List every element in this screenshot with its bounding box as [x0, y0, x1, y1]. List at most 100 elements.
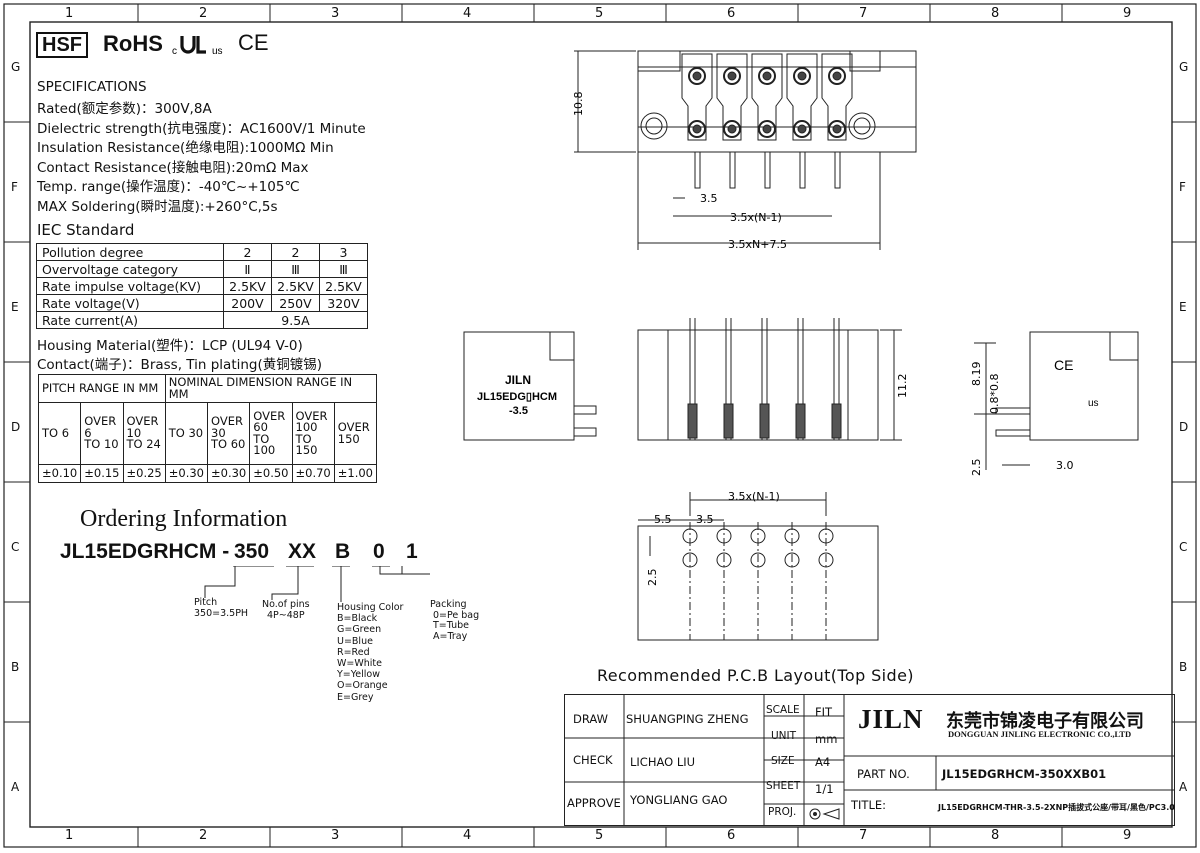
ordering-legend-line: G=Green: [337, 624, 382, 636]
ul-recognized-icon: c us: [172, 36, 223, 57]
tolerance-value: ±0.30: [206, 464, 251, 483]
approve-name: YONGLIANG GAO: [630, 793, 728, 807]
iec-row-label: Rate voltage(V): [36, 294, 224, 312]
scale-label: SCALE: [766, 704, 800, 716]
contact-material: Contact(端子)：Brass, Tin plating(黄铜镀锡): [37, 357, 323, 373]
border-col-7-bottom: 7: [859, 828, 868, 843]
border-col-2-bottom: 2: [199, 828, 208, 843]
tolerance-range-line: TO 10: [84, 437, 119, 452]
tolerance-table: PITCH RANGE IN MM NOMINAL DIMENSION RANG…: [37, 374, 378, 483]
spec-line: Rated(额定参数)：300V,8A: [37, 101, 212, 117]
projection-symbol-icon: [809, 808, 840, 820]
border-col-4-bottom: 4: [463, 828, 472, 843]
dim-n1-pcb-label: 3.5x(N-1): [728, 490, 780, 503]
side-ul-mark: us: [1088, 398, 1099, 409]
tolerance-range-line: TO 60: [211, 437, 246, 452]
border-row-A: A: [11, 780, 20, 794]
dim-35-pcb-label: 3.5: [696, 513, 714, 526]
unit-value: mm: [815, 732, 838, 746]
ordering-legend-line: Housing Color: [337, 602, 404, 613]
connector-front-view: 11.2: [637, 318, 906, 441]
code-packing: 0: [373, 540, 385, 563]
iec-row-value: 3: [319, 243, 368, 261]
border-row-B-right: B: [1179, 660, 1188, 674]
terminal-slot: [821, 53, 853, 189]
terminal-slot: [681, 53, 713, 189]
ordering-legend-line: 350=3.5PH: [194, 607, 249, 619]
dim-25-side-label: 2.5: [970, 459, 983, 477]
approve-label: APPROVE: [567, 796, 621, 810]
iec-row-value: Ⅱ: [223, 260, 272, 278]
dim-819-label: 8.19: [970, 362, 983, 387]
tolerance-range-line: OVER: [337, 420, 370, 434]
border-col-1-bottom: 1: [65, 828, 74, 843]
iec-title: IEC Standard: [37, 221, 135, 239]
front-pin: [723, 318, 734, 440]
ordering-legend-line: W=White: [337, 658, 382, 670]
spec-line: Temp. range(操作温度)：-40℃~+105℃: [37, 179, 300, 196]
hsf-logo: HSF: [36, 32, 88, 58]
border-col-5-bottom: 5: [595, 828, 604, 843]
iec-row-value: 2.5KV: [223, 277, 272, 295]
tolerance-range-line: OVER 30: [211, 414, 243, 440]
front-pin: [687, 318, 698, 440]
part-no-value: JL15EDGRHCM-350XXB01: [942, 767, 1107, 781]
border-col-4: 4: [463, 6, 472, 21]
draw-label: DRAW: [573, 712, 608, 726]
border-col-9: 9: [1123, 6, 1132, 21]
border-row-D: D: [11, 420, 21, 434]
ordering-legend-line: O=Orange: [337, 680, 388, 692]
ordering-legend-line: R=Red: [337, 646, 370, 658]
tolerance-range-line: TO 100: [253, 431, 276, 457]
side-brand: JILN: [505, 373, 531, 387]
border-row-F-right: F: [1179, 180, 1186, 194]
iec-row-label: Overvoltage category: [36, 260, 224, 278]
ce-mark: CE: [238, 30, 269, 55]
tolerance-value: ±0.30: [164, 464, 209, 483]
check-label: CHECK: [573, 753, 613, 767]
front-pin: [831, 318, 842, 440]
border-row-G-right: G: [1179, 60, 1189, 74]
dim-30-label: 3.0: [1056, 459, 1074, 472]
proj-label: PROJ.: [768, 806, 797, 818]
border-col-8: 8: [991, 6, 1000, 21]
ordering-title: Ordering Information: [80, 506, 288, 532]
terminal-slot: [751, 53, 783, 189]
iec-row: Rate current(A)9.5A: [36, 311, 368, 329]
side-pitch: -3.5: [509, 405, 528, 417]
ordering-legend-line: 4P~48P: [267, 609, 305, 621]
ordering-legend-line: Packing: [430, 599, 467, 610]
connector-left-side-view: JILN JL15EDG▯HCM -3.5: [463, 331, 597, 441]
spec-line: Dielectric strength(抗电强度)：AC1600V/1 Minu…: [37, 120, 366, 137]
ordering-legend-line: B=Black: [337, 613, 378, 625]
ordering-part: JL15EDGRHCM -: [60, 540, 230, 563]
company-name-en: DONGGUAN JINLING ELECTRONIC CO.,LTD: [948, 729, 1132, 739]
border-row-C: C: [11, 540, 20, 554]
border-row-C-right: C: [1179, 540, 1188, 554]
check-name: LICHAO LIU: [630, 755, 696, 769]
company-name-cn: 东莞市锦凌电子有限公司: [946, 711, 1144, 732]
tolerance-value: ±0.10: [37, 464, 82, 483]
company-logo: JILN: [858, 704, 924, 734]
border-col-8-bottom: 8: [991, 828, 1000, 843]
rohs-logo: RoHS: [103, 31, 163, 56]
dim-n1-top-label: 3.5x(N-1): [730, 211, 782, 224]
dim-112-label: 11.2: [896, 374, 906, 399]
front-pin: [795, 318, 806, 440]
pcb-layout-title: Recommended P.C.B Layout(Top Side): [597, 666, 914, 685]
iec-row-value: 2: [223, 243, 272, 261]
iec-row-value: 2: [271, 243, 320, 261]
title-label: TITLE:: [851, 798, 886, 812]
iec-row-value: 9.5A: [223, 311, 368, 329]
sheet-value: 1/1: [815, 782, 834, 796]
